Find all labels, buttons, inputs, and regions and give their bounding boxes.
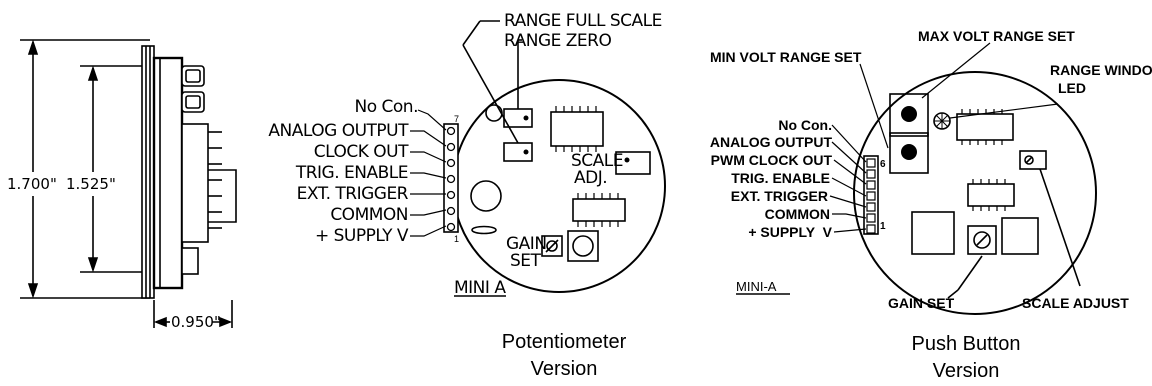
label-min-volt-range-set: MIN VOLT RANGE SET bbox=[710, 49, 862, 65]
pot-model-label: MINI A bbox=[454, 278, 506, 298]
label-adj: ADJ. bbox=[574, 168, 607, 188]
label-range-full-scale: RANGE FULL SCALE bbox=[504, 11, 662, 31]
pb-model-label: MINI-A bbox=[736, 279, 777, 294]
pb-pin-number-bottom: 1 bbox=[880, 221, 886, 232]
label-led: LED bbox=[1058, 80, 1086, 96]
pb-pin-label-ext-trigger: EXT. TRIGGER bbox=[731, 188, 828, 204]
pot-caption-line-2: Version bbox=[531, 358, 598, 380]
pot-pin-label-ext-trigger: EXT. TRIGGER bbox=[297, 184, 409, 204]
push-button-board bbox=[736, 42, 1097, 315]
label-set: SET bbox=[510, 251, 542, 271]
label-scale-adjust: SCALE ADJUST bbox=[1022, 295, 1129, 311]
pot-pin-label-supply: + SUPPLY V bbox=[315, 226, 409, 246]
pot-pin-label-analog-output: ANALOG OUTPUT bbox=[268, 121, 409, 141]
pot-pin-label-common: COMMON bbox=[330, 205, 408, 225]
label-gain-set: GAIN SET bbox=[888, 295, 955, 311]
dim-depth: 0.950" bbox=[171, 313, 221, 331]
pb-pin-label-pwm-clock-out: PWM CLOCK OUT bbox=[711, 152, 833, 168]
pb-caption-line-1: Push Button bbox=[912, 333, 1021, 355]
label-scale: SCALE bbox=[571, 151, 623, 171]
label-max-volt-range-set: MAX VOLT RANGE SET bbox=[918, 28, 1075, 44]
pot-pin-label-no-con: No Con. bbox=[355, 97, 418, 117]
pb-pin-label-common: COMMON bbox=[765, 206, 830, 222]
label-gain: GAIN bbox=[506, 234, 547, 254]
pot-pin-number-bottom: 1 bbox=[454, 234, 459, 244]
pot-pin-label-trig-enable: TRIG. ENABLE bbox=[295, 163, 408, 183]
label-range-zero: RANGE ZERO bbox=[504, 31, 611, 51]
pb-pin-label-analog-output: ANALOG OUTPUT bbox=[710, 134, 833, 150]
dim-inner-height: 1.525" bbox=[66, 175, 116, 193]
dim-outer-height: 1.700" bbox=[7, 175, 57, 193]
label-range-window: RANGE WINDOW bbox=[1050, 62, 1152, 78]
pot-pin-label-clock-out: CLOCK OUT bbox=[314, 142, 409, 162]
pb-pin-label-trig-enable: TRIG. ENABLE bbox=[731, 170, 830, 186]
pb-pin-number-top: 6 bbox=[880, 159, 886, 170]
pot-caption-line-1: Potentiometer bbox=[502, 331, 627, 353]
pb-pin-label-supply: + SUPPLY V bbox=[748, 224, 832, 240]
pb-pin-label-no-con: No Con. bbox=[778, 117, 832, 133]
pb-caption-line-2: Version bbox=[933, 360, 1000, 382]
side-view bbox=[20, 39, 237, 328]
potentiometer-board bbox=[410, 20, 666, 297]
pot-pin-number-top: 7 bbox=[454, 114, 459, 124]
